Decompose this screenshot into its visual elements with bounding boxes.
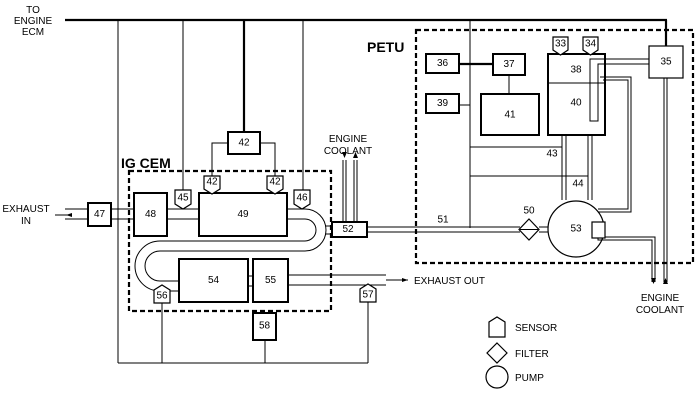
component-47-label: 47	[94, 209, 106, 220]
pipe-pump-coolant-b	[605, 236, 656, 282]
component-41	[480, 93, 540, 136]
component-55	[252, 258, 289, 303]
component-38-label: 38	[570, 65, 582, 76]
sensor-57-label: 57	[362, 290, 374, 301]
sensor-42-left-label: 42	[206, 177, 218, 188]
line-42-left	[211, 142, 228, 176]
sensor-33	[552, 36, 569, 56]
coolant-bottom-in-arrow-icon	[663, 278, 668, 284]
component-43-label: 43	[546, 149, 558, 160]
filter-50-label: 50	[523, 206, 535, 217]
sensor-45-label: 45	[177, 193, 189, 204]
to-engine-ecm-label-3: ECM	[22, 27, 44, 38]
legend: SENSOR FILTER PUMP	[485, 316, 557, 389]
sensor-34	[582, 36, 599, 56]
component-54	[178, 258, 249, 303]
legend-pump-icon	[485, 365, 509, 389]
pipe-tank-return-outer	[598, 76, 632, 213]
engine-coolant-bottom-label-2: COOLANT	[636, 305, 684, 316]
component-47	[87, 202, 112, 227]
petu-boundary	[414, 28, 695, 265]
legend-sensor-label: SENSOR	[515, 323, 557, 334]
sensor-34-label: 34	[585, 39, 597, 50]
pump-53-outlet	[591, 221, 606, 239]
legend-filter-icon	[486, 342, 508, 364]
component-52	[331, 221, 368, 238]
exhaust-in-label-1: EXHAUST	[2, 204, 49, 215]
component-54-label: 54	[208, 275, 220, 286]
component-41-label: 41	[504, 110, 516, 121]
pipe-35-tank-u	[589, 58, 649, 122]
s-bend-pipe-inner	[134, 218, 317, 292]
component-35-label: 35	[660, 57, 672, 68]
sensor-33-label: 33	[555, 39, 567, 50]
component-35	[648, 45, 684, 79]
legend-sensor-icon	[488, 316, 506, 338]
engine-coolant-top-label-1: ENGINE	[329, 134, 368, 145]
sensor-46-label: 46	[296, 193, 308, 204]
exhaust-in-label-2: IN	[21, 216, 31, 227]
component-42-controller-label: 42	[238, 138, 250, 149]
legend-filter-label: FILTER	[515, 349, 549, 360]
component-58-label: 58	[259, 321, 271, 332]
engine-coolant-bottom-label-1: ENGINE	[641, 293, 680, 304]
sensor-56-label: 56	[156, 291, 168, 302]
legend-pump-label: PUMP	[515, 373, 544, 384]
component-39	[425, 93, 460, 114]
component-52-label: 52	[342, 224, 354, 235]
coolant-down-arrow-icon	[353, 152, 358, 158]
component-55-label: 55	[265, 275, 277, 286]
pipe-51-label: 51	[437, 215, 449, 226]
component-49	[198, 192, 288, 237]
petu-title: PETU	[367, 39, 404, 55]
component-36-label: 36	[437, 58, 449, 69]
component-48	[133, 192, 168, 237]
component-40-label: 40	[570, 98, 582, 109]
coolant-bottom-out-arrow-icon	[651, 278, 656, 284]
pump-53-label: 53	[570, 224, 582, 235]
to-engine-ecm-label-1: TO	[26, 5, 40, 16]
sensor-56	[153, 284, 171, 304]
component-39-label: 39	[437, 98, 449, 109]
component-44-label: 44	[572, 179, 584, 190]
exhaust-in-arrow-icon	[66, 213, 72, 217]
ig-cem-title: IG CEM	[121, 155, 171, 171]
sensor-42-right	[266, 175, 284, 195]
ig-cem-boundary	[127, 169, 333, 313]
sensor-57	[359, 283, 377, 303]
component-48-label: 48	[145, 209, 157, 220]
coolant-up-arrow-icon	[342, 152, 347, 158]
sensor-46	[293, 189, 311, 210]
s-bend-pipe-outer	[144, 208, 327, 282]
pipe-tank-return-inner	[598, 79, 629, 210]
exhaust-out-arrow-icon	[402, 278, 408, 282]
sensor-45	[174, 189, 192, 210]
sensor-42-right-label: 42	[269, 177, 281, 188]
sensor-42-left	[203, 175, 221, 195]
component-37-label: 37	[503, 59, 515, 70]
to-engine-ecm-label-2: ENGINE	[14, 16, 53, 27]
component-58	[252, 312, 277, 341]
pipe-pump-coolant-a	[597, 238, 653, 282]
line-42-right	[260, 142, 276, 176]
engine-coolant-top-label-2: COOLANT	[324, 146, 372, 157]
exhaust-out-label: EXHAUST OUT	[414, 276, 485, 287]
component-49-label: 49	[237, 209, 249, 220]
